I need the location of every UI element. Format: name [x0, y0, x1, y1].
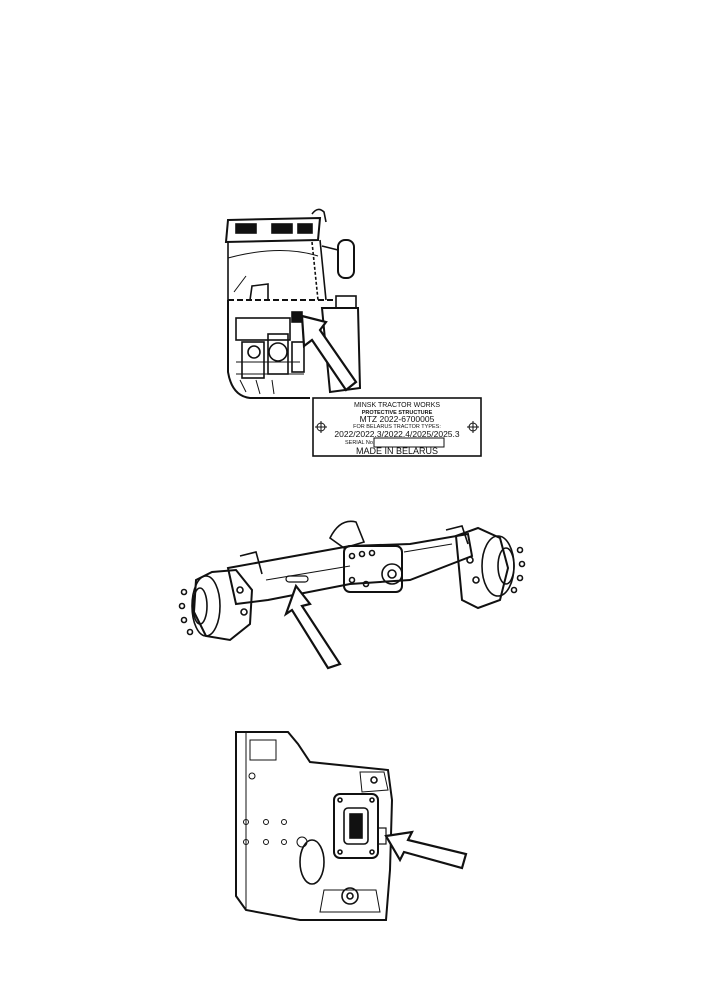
plate-types-label: FOR BELARUS TRACTOR TYPES: [353, 424, 441, 430]
location-arrow-transmission [384, 830, 468, 870]
location-arrow-plate [300, 314, 358, 392]
plate-structure-label: PROTECTIVE STRUCTURE [362, 410, 433, 416]
plate-part-number: MTZ 2022-6700005 [360, 414, 435, 424]
plate-tractor-types: 2022/2022.3/2022.4/2025/2025.3 [334, 429, 460, 439]
plate-origin: MADE IN BELARUS [356, 446, 438, 456]
plate-mount-hole-left [315, 421, 327, 433]
plate-serial-label: SERIAL No. [345, 440, 375, 446]
plate-manufacturer: MINSK TRACTOR WORKS [354, 402, 440, 409]
plate-mount-hole-right [467, 421, 479, 433]
location-arrow-axle [283, 583, 342, 670]
transmission-housing-figure [235, 731, 394, 921]
plate-serial-box [373, 437, 445, 448]
front-axle-figure [178, 520, 526, 642]
identification-plate: MINSK TRACTOR WORKS PROTECTIVE STRUCTURE… [312, 397, 482, 457]
